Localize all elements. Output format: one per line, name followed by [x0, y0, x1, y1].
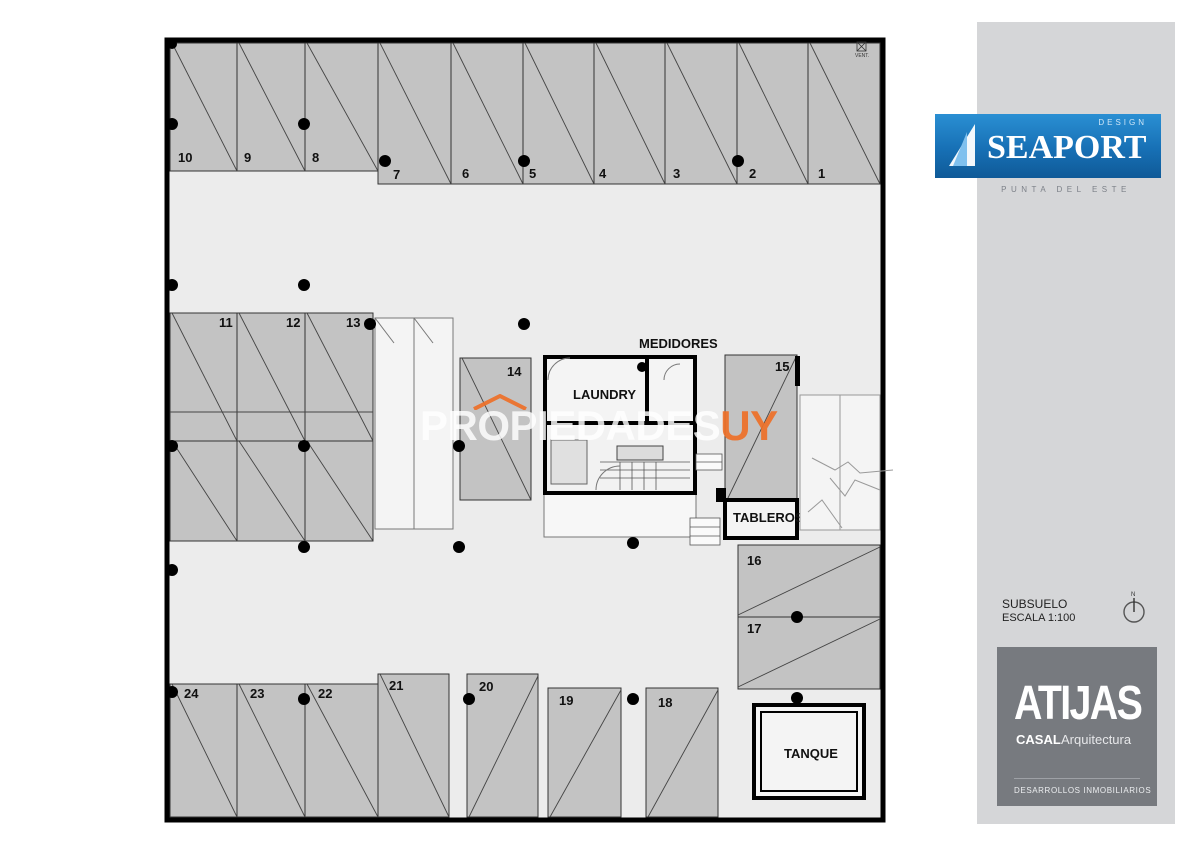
- atijas-logo: ATIJAS CASAL Arquitectura DESARROLLOS IN…: [997, 647, 1157, 806]
- stall-number: 23: [250, 686, 264, 701]
- stall-number: 7: [393, 167, 400, 182]
- stall-number: 6: [462, 166, 469, 181]
- seaport-logo: SEAPORT DESIGN: [935, 114, 1161, 178]
- north-arrow-icon: N: [1123, 592, 1145, 623]
- stall-numbers: 1 2 3 4 5 6 7 8 9 10 11 12 13 14 15 16 1…: [178, 150, 825, 710]
- watermark: PROPIEDADESUY: [420, 394, 790, 449]
- stall-number: 24: [184, 686, 199, 701]
- atijas-name: ATIJAS: [1014, 677, 1143, 730]
- boards-room: TABLEROS: [716, 488, 804, 540]
- ramp: [374, 317, 454, 530]
- stall-number: 9: [244, 150, 251, 165]
- vent-icon: VENT.: [855, 41, 869, 59]
- water-tank: TANQUE: [752, 703, 866, 800]
- seaport-name: SEAPORT: [987, 129, 1147, 166]
- stall-number: 19: [559, 693, 573, 708]
- atijas-tagline: DESARROLLOS INMOBILIARIOS: [1014, 786, 1152, 795]
- stalls-16-17: [737, 544, 881, 690]
- stall-number: 5: [529, 166, 536, 181]
- stall-number: 4: [599, 166, 607, 181]
- stall-number: 3: [673, 166, 680, 181]
- stall-number: 22: [318, 686, 332, 701]
- stall-15: [724, 354, 800, 501]
- stall-number: 21: [389, 678, 403, 693]
- watermark-suffix: UY: [720, 402, 778, 449]
- seaport-tag: DESIGN: [1098, 118, 1147, 127]
- meters-label: MEDIDORES: [639, 336, 718, 351]
- vent-label: VENT.: [855, 53, 869, 59]
- laundry-label: LAUNDRY: [573, 387, 636, 402]
- stall-number: 8: [312, 150, 319, 165]
- watermark-main: PROPIEDADES: [420, 402, 721, 449]
- stall-number: 10: [178, 150, 192, 165]
- atijas-casal: CASAL: [1016, 732, 1061, 747]
- stall-number: 11: [219, 315, 233, 330]
- stall-number: 16: [747, 553, 761, 568]
- stall-number: 2: [749, 166, 756, 181]
- bottom-stall-diagonals: [171, 673, 719, 818]
- service-core: LAUNDRY MEDIDORES: [543, 336, 723, 546]
- top-stall-diagonals: [171, 42, 881, 185]
- tank-label: TANQUE: [784, 746, 838, 761]
- right-ramp: [799, 394, 894, 531]
- columns: [166, 39, 803, 705]
- atijas-divider: [1014, 778, 1140, 779]
- stall-number: 20: [479, 679, 493, 694]
- stall-number: 1: [818, 166, 825, 181]
- middle-left-stalls: [169, 312, 374, 542]
- sheet-title: SUBSUELO: [1002, 597, 1068, 611]
- house-roof-icon: [473, 394, 527, 410]
- north-label: N: [1131, 592, 1135, 598]
- stall-14: [459, 357, 532, 501]
- sail-icon: [949, 124, 975, 166]
- stall-number: 18: [658, 695, 672, 710]
- stall-number: 14: [507, 364, 522, 379]
- sheet-scale: ESCALA 1:100: [1002, 612, 1076, 624]
- middle-left-diagonals: [170, 312, 374, 542]
- stall-number: 15: [775, 359, 789, 374]
- boards-label: TABLEROS: [733, 510, 804, 525]
- stall-number: 13: [346, 315, 360, 330]
- stall-number: 17: [747, 621, 761, 636]
- stall-number: 12: [286, 315, 300, 330]
- seaport-location: PUNTA DEL ESTE: [1001, 185, 1131, 194]
- atijas-arquitectura: Arquitectura: [1061, 732, 1132, 747]
